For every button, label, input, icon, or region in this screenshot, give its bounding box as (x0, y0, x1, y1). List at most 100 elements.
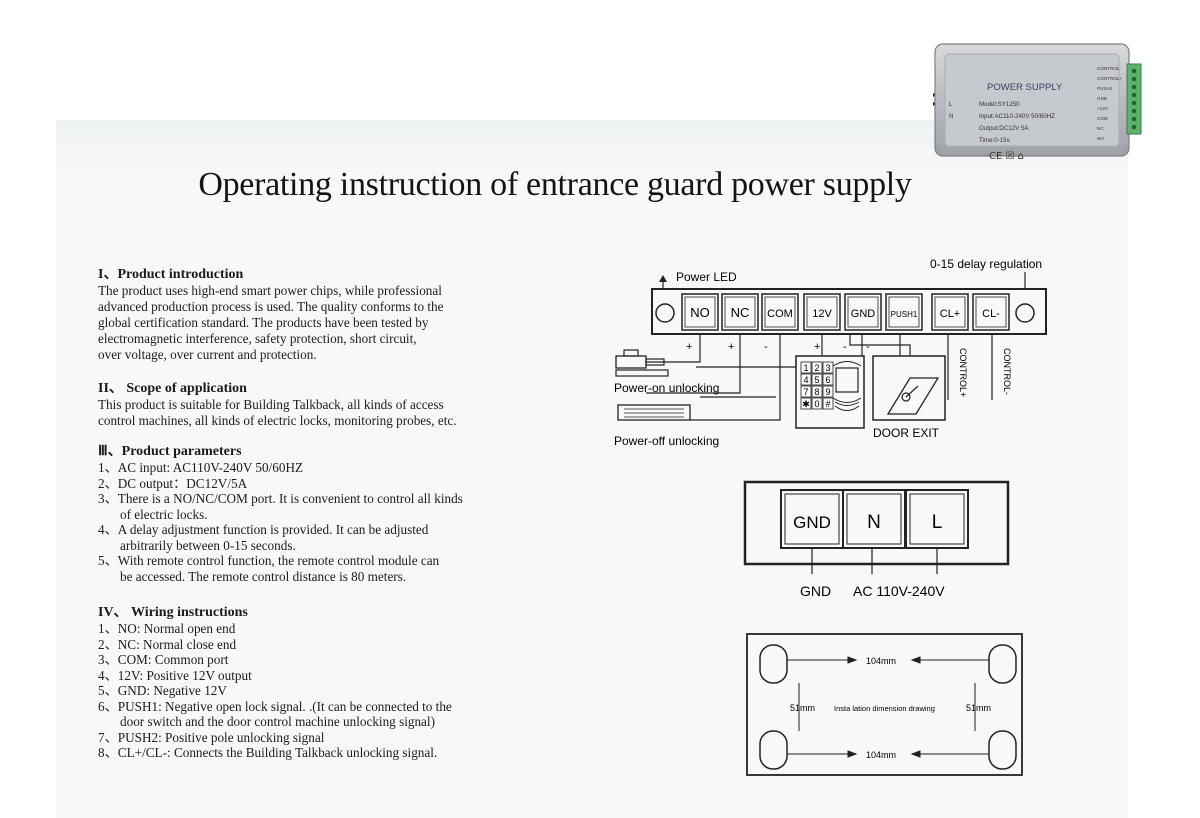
terminal-12v: 12V (803, 293, 841, 331)
door-exit-label: DOOR EXIT (873, 426, 940, 440)
keypad-key (811, 373, 823, 386)
dimension-label: 51mm (966, 703, 991, 713)
polarity-mark: - (866, 341, 870, 353)
dimension-label: 104mm (866, 750, 896, 760)
ac-terminal-l: L (905, 489, 969, 549)
device-label-panel (944, 53, 1120, 147)
keypad-key (811, 385, 823, 398)
list-item: 3、There is a NO/NC/COM port. It is conve… (98, 491, 463, 506)
ac-terminal-gnd: GND (780, 489, 844, 549)
device-terminal-label: NO (1097, 136, 1104, 141)
scope-line: control machines, all kinds of electric … (98, 413, 457, 428)
device-input: Input:AC110-240V 50/60HZ (979, 113, 1055, 120)
section-heading: Ⅲ、Product parameters (98, 444, 242, 459)
keypad-key-label: 5 (814, 375, 819, 385)
keypad-key (811, 397, 823, 410)
control-minus-label: CONTROL- (1002, 348, 1012, 395)
ac-input-diagram: GND N L GND AC 110V-240V (743, 480, 1010, 599)
keypad-key (800, 361, 812, 374)
installation-dimension-diagram: 104mm 104mm 51mm 51mm Insta lation dimen… (746, 633, 1023, 776)
wire (696, 360, 797, 368)
list-item: 4、12V: Positive 12V output (98, 667, 252, 683)
keypad-key-label: 6 (825, 375, 830, 385)
terminal-label: CL- (982, 308, 1000, 320)
terminal-label: GND (851, 308, 876, 320)
intro-line: over voltage, over current and protectio… (98, 347, 317, 362)
mounting-hole (759, 730, 788, 770)
ac-terminal-label: GND (793, 513, 831, 532)
terminal-block-frame (651, 288, 1047, 335)
list-item: be accessed. The remote control distance… (120, 568, 407, 584)
section-scope: II、 Scope of application This product is… (98, 381, 568, 429)
terminal-cl-minus: CL- (972, 293, 1010, 331)
terminal-nc: NC (721, 293, 759, 331)
keypad-key (822, 397, 834, 410)
device-terminal-label: GND (1097, 96, 1108, 101)
power-on-lock-icon (615, 349, 669, 377)
power-led-label: Power LED (676, 270, 737, 284)
certification-marks: CE ☒ ⌂ (989, 151, 1024, 160)
list-item: 3、COM: Common port (98, 652, 229, 667)
ac-voltage-label: AC 110V-240V (853, 583, 945, 599)
section-heading: IV、 Wiring instructions (98, 605, 248, 620)
keypad-key-label: 0 (814, 399, 819, 409)
list-item: of electric locks. (120, 506, 208, 522)
mounting-hole (988, 730, 1017, 770)
keypad-key-label: 8 (814, 387, 819, 397)
power-led-icon (655, 303, 675, 323)
keypad-key-label: ✱ (802, 399, 810, 409)
keypad-key-label: 2 (814, 363, 819, 373)
terminal-label: CL+ (940, 308, 961, 320)
dimension-label: 51mm (790, 703, 815, 713)
section-product-parameters: Ⅲ、Product parameters 1、AC input: AC110V-… (98, 444, 568, 584)
list-item: 1、AC input: AC110V-240V 50/60HZ (98, 460, 304, 475)
polarity-mark: - (764, 341, 768, 353)
keypad-key (800, 373, 812, 386)
ac-gnd-label: GND (800, 583, 831, 599)
keypad-key-label: # (825, 399, 830, 409)
page-title: Operating instruction of entrance guard … (198, 166, 912, 203)
keypad-key-label: 7 (803, 387, 808, 397)
polarity-mark: + (728, 341, 734, 353)
list-item: 5、With remote control function, the remo… (98, 553, 440, 568)
terminal-push1: PUSH1 (885, 293, 923, 331)
door-exit-button-icon (872, 355, 946, 421)
keypad-key (800, 385, 812, 398)
section-heading: I、Product introduction (98, 267, 244, 282)
polarity-mark: + (814, 341, 820, 353)
wire (849, 334, 911, 356)
mounting-hole (988, 644, 1017, 684)
power-on-unlocking-label: Power-on unlocking (614, 381, 719, 395)
terminal-no: NO (681, 293, 719, 331)
dimension-label: 104mm (866, 656, 896, 666)
intro-line: The product uses high-end smart power ch… (98, 283, 442, 298)
dimension-caption: Insta lation dimension drawing (834, 704, 935, 713)
control-plus-label: CONTROL+ (958, 348, 968, 397)
keypad-key-label: 3 (825, 363, 830, 373)
delay-label: 0-15 delay regulation (930, 257, 1042, 271)
intro-line: global certification standard. The produ… (98, 315, 429, 330)
terminal-connector (1126, 63, 1142, 135)
power-supply-device-image: POWER SUPPLY Model:SY1250 Input:AC110-24… (933, 43, 1142, 160)
scope-line: This product is suitable for Building Ta… (98, 397, 444, 412)
device-terminal-label: CONTROL- (1097, 66, 1121, 71)
power-off-unlocking-label: Power-off unlocking (614, 434, 719, 448)
list-item: door switch and the door control machine… (120, 714, 435, 729)
terminal-gnd: GND (844, 293, 882, 331)
terminal-label: NO (690, 305, 710, 320)
keypad-key (811, 361, 823, 374)
device-time: Time:0-15s (979, 137, 1010, 144)
intro-line: advanced production process is used. The… (98, 299, 444, 314)
dimension-frame (746, 633, 1023, 776)
terminal-com: COM (761, 293, 799, 331)
section-wiring-instructions: IV、 Wiring instructions 1、NO: Normal ope… (98, 605, 568, 761)
terminal-label: PUSH1 (891, 310, 918, 319)
device-terminal-label: CONTROL+ (1097, 76, 1122, 81)
wire (690, 334, 781, 421)
list-item: 7、PUSH2: Positive pole unlocking signal (98, 729, 325, 745)
polarity-mark: + (686, 341, 692, 353)
ac-terminal-label: N (867, 512, 881, 533)
list-item: 5、GND: Negative 12V (98, 683, 227, 698)
